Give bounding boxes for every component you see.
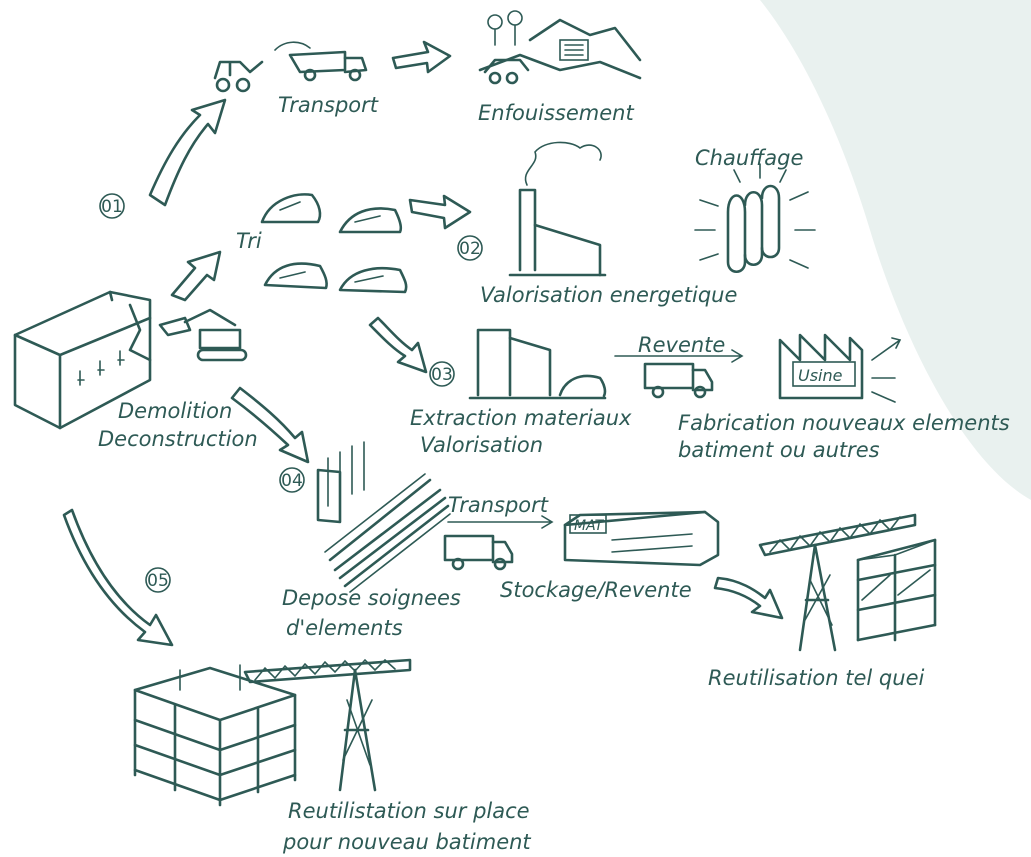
- depose-label-line1: Depose soignees: [282, 586, 461, 610]
- extraction-label-line1: Extraction materiaux: [410, 406, 632, 430]
- step-03-circle: [429, 361, 455, 387]
- step-04-label: 04: [281, 471, 303, 491]
- fabrication-label-line2: batiment ou autres: [678, 438, 880, 462]
- usine-label: Usine: [798, 366, 843, 385]
- step-03-label: 03: [431, 365, 453, 385]
- step-01-circle: [99, 193, 125, 219]
- mat-sign-label: MAT: [574, 518, 605, 534]
- arrow-02-icon: [408, 194, 472, 230]
- step-05-circle: [145, 567, 171, 593]
- transport-mid-arrow-icon: [447, 515, 554, 529]
- truck-transport-icon: [443, 534, 514, 571]
- warehouse-icon: [563, 510, 720, 567]
- demolition-label-line1: Demolition: [118, 399, 232, 423]
- valorisation-energetique-label: Valorisation energetique: [480, 283, 737, 307]
- reutilisation-place-label-line1: Reutilistation sur place: [288, 799, 530, 823]
- chauffage-label: Chauffage: [695, 146, 803, 170]
- dump-truck-icon: [274, 41, 368, 82]
- loader-icon: [213, 60, 264, 93]
- landfill-icon: [478, 10, 642, 85]
- incinerator-icon: [508, 141, 607, 277]
- fabrication-label-line1: Fabrication nouveaux elements: [678, 411, 1010, 435]
- transport-mid-label: Transport: [448, 493, 549, 517]
- step-05-label: 05: [147, 571, 169, 591]
- demolition-label-line2: Deconstruction: [98, 427, 258, 451]
- arrow-03-icon: [368, 316, 428, 374]
- arrow-reutilisation-icon: [713, 576, 784, 620]
- factory-icon: [778, 333, 902, 403]
- tri-label: Tri: [236, 229, 262, 253]
- arrow-05-icon: [62, 508, 174, 647]
- revente-label: Revente: [638, 333, 725, 357]
- excavator-icon: [158, 308, 248, 362]
- arrow-tri-icon: [170, 250, 222, 302]
- demolished-building-icon: [13, 290, 152, 430]
- step-02-circle: [457, 235, 483, 261]
- crane-left-icon: [243, 658, 412, 792]
- reutilisation-place-label-line2: pour nouveau batiment: [282, 830, 531, 854]
- extraction-plant-icon: [468, 328, 607, 400]
- step-04-circle: [279, 467, 305, 493]
- depose-label-line2: d'elements: [286, 616, 403, 640]
- crane-right-icon: [758, 513, 917, 652]
- step-01-label: 01: [101, 197, 123, 217]
- revente-arrow-icon: [614, 349, 744, 363]
- arrow-01-icon: [148, 98, 227, 207]
- transport-top-label: Transport: [278, 93, 379, 117]
- radiator-icon: [694, 163, 816, 274]
- enfouissement-label: Enfouissement: [478, 101, 634, 125]
- extraction-label-line2: Valorisation: [420, 433, 543, 457]
- building-frame-left-icon: [133, 664, 297, 807]
- reutilisation-tel-label: Reutilisation tel quei: [708, 666, 924, 690]
- stockage-label: Stockage/Revente: [500, 578, 692, 602]
- arrow-enfouissement-icon: [391, 40, 452, 74]
- building-frame-right-icon: [856, 538, 937, 642]
- stacked-elements-icon: [316, 441, 451, 593]
- arrow-04-icon: [230, 386, 310, 464]
- truck-revente-icon: [643, 362, 714, 399]
- step-02-label: 02: [459, 239, 481, 259]
- sorted-piles-icon: [260, 193, 408, 294]
- background-panel: [760, 0, 1031, 500]
